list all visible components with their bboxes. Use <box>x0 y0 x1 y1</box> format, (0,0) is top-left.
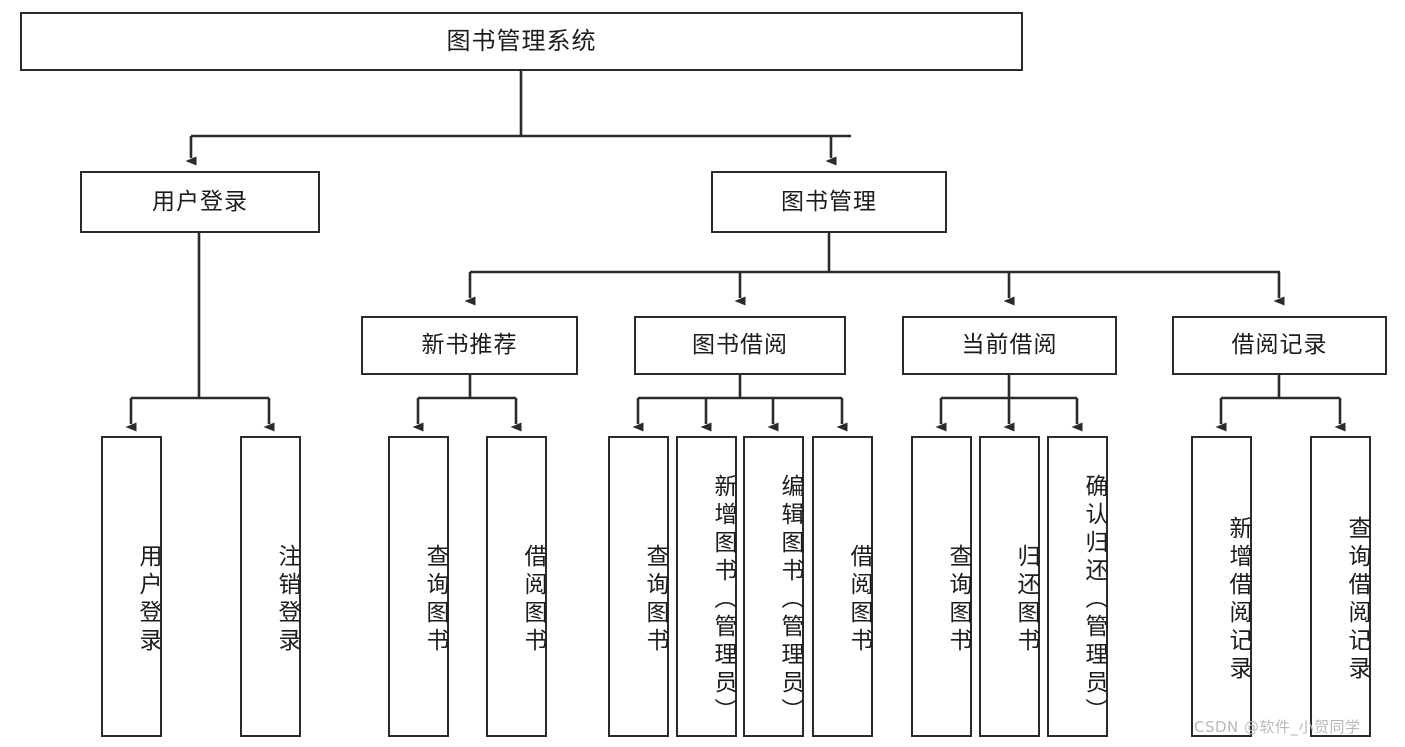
leaf-label: 借阅图书 <box>846 543 872 656</box>
leaf-user-login-login[interactable]: 用户登录 <box>101 436 162 737</box>
leaf-label: 编辑图书（管理员） <box>777 473 803 726</box>
leaf-current-query-book[interactable]: 查询图书 <box>911 436 972 737</box>
leaf-borrow-add-book-admin[interactable]: 新增图书（管理员） <box>676 436 737 737</box>
leaf-record-add-record[interactable]: 新增借阅记录 <box>1191 436 1252 737</box>
node-new-book-recommend[interactable]: 新书推荐 <box>361 316 578 375</box>
leaf-label: 新增借阅记录 <box>1225 515 1251 684</box>
leaf-current-return-book[interactable]: 归还图书 <box>979 436 1040 737</box>
csdn-watermark: CSDN @软件_小贺同学 <box>1194 718 1361 736</box>
leaf-record-query-record[interactable]: 查询借阅记录 <box>1310 436 1371 737</box>
leaf-label: 归还图书 <box>1013 543 1039 656</box>
leaf-label: 确认归还（管理员） <box>1081 473 1107 726</box>
leaf-user-login-logout[interactable]: 注销登录 <box>240 436 301 737</box>
leaf-label: 用户登录 <box>135 543 161 656</box>
node-borrow-record[interactable]: 借阅记录 <box>1172 316 1387 375</box>
leaf-label: 查询图书 <box>945 543 971 656</box>
node-book-borrow[interactable]: 图书借阅 <box>634 316 846 375</box>
node-book-management[interactable]: 图书管理 <box>711 171 947 233</box>
leaf-borrow-query-book[interactable]: 查询图书 <box>608 436 669 737</box>
node-current-borrow[interactable]: 当前借阅 <box>902 316 1117 375</box>
leaf-label: 新增图书（管理员） <box>710 473 736 726</box>
leaf-current-confirm-return-admin[interactable]: 确认归还（管理员） <box>1047 436 1108 737</box>
leaf-label: 注销登录 <box>274 543 300 656</box>
leaf-label: 查询图书 <box>422 543 448 656</box>
leaf-label: 查询图书 <box>642 543 668 656</box>
leaf-borrow-edit-book-admin[interactable]: 编辑图书（管理员） <box>743 436 804 737</box>
node-user-login[interactable]: 用户登录 <box>80 171 320 233</box>
node-root-system[interactable]: 图书管理系统 <box>20 12 1023 71</box>
leaf-label: 借阅图书 <box>520 543 546 656</box>
leaf-label: 查询借阅记录 <box>1344 515 1370 684</box>
leaf-new-book-borrow[interactable]: 借阅图书 <box>486 436 547 737</box>
leaf-borrow-borrow-book[interactable]: 借阅图书 <box>812 436 873 737</box>
leaf-new-book-query[interactable]: 查询图书 <box>388 436 449 737</box>
